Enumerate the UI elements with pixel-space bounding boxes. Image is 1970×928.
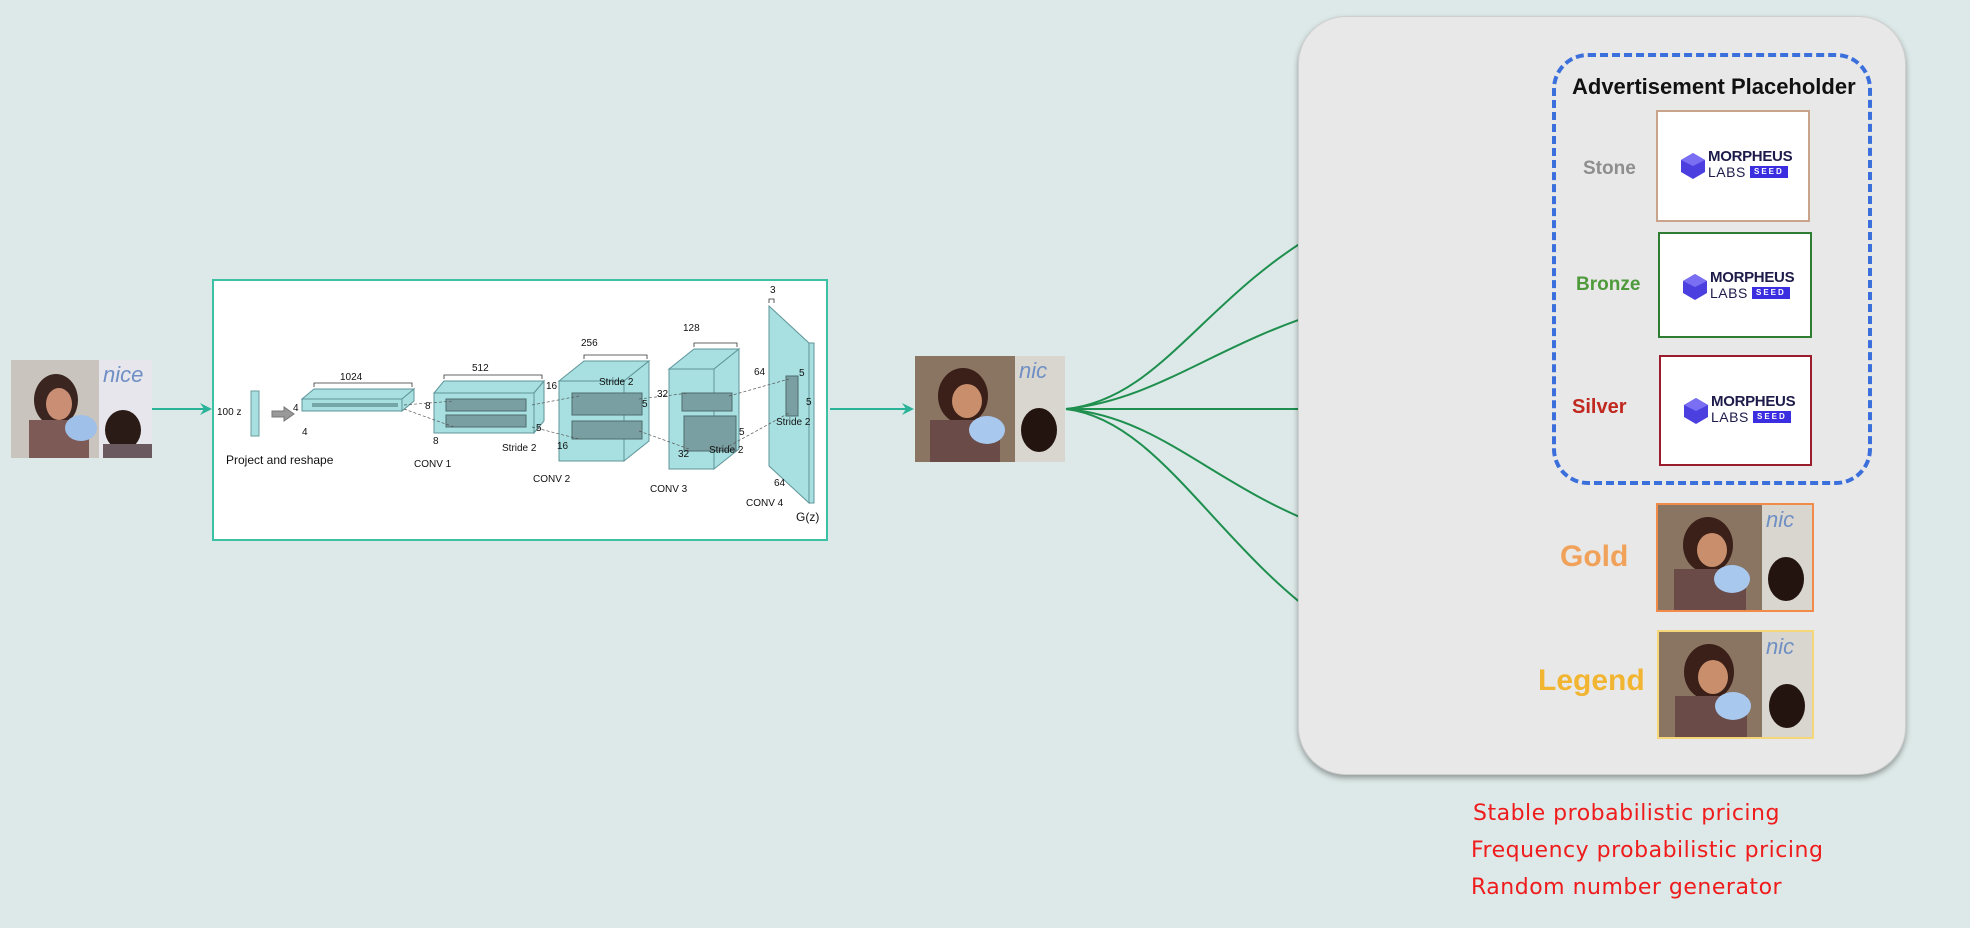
layer3-side-dim-b: 16 [557,441,569,452]
logo-seed: SEED [1753,411,1791,423]
hexagon-icon [1681,153,1705,179]
svg-text:nic: nic [1766,507,1794,532]
layer2-stride: Stride 2 [502,443,537,454]
placeholder-dashed-frame [1552,53,1872,485]
hexagon-icon [1684,398,1708,424]
logo-labs: LABS [1710,285,1748,301]
pricing-method-frequency: Frequency probabilistic pricing [1471,838,1824,863]
layer3-kernel: 5 [642,399,648,410]
layer2-side-dim-a: 8 [425,401,431,412]
logo-word: MORPHEUS [1711,393,1796,410]
logo-labs: LABS [1711,409,1749,425]
ad-card-silver: MORPHEUS LABS SEED [1659,355,1812,466]
layer4-side-dim-b: 32 [678,449,690,460]
layer3-top-dim: 256 [581,338,598,349]
hexagon-icon [1683,274,1707,300]
logo-labs: LABS [1708,164,1746,180]
svg-text:nic: nic [1019,358,1047,383]
pricing-method-stable: Stable probabilistic pricing [1473,801,1780,826]
morpheus-logo: MORPHEUS LABS SEED [1680,267,1795,305]
layer3-name: CONV 3 [650,484,688,495]
ad-placeholder-title: Advertisement Placeholder [1572,74,1856,99]
layer2-side-dim-b: 8 [433,436,439,447]
layer4-side-dim-a: 32 [657,389,669,400]
layer2-kernel: 5 [536,423,542,434]
layer1-side-dim-b: 4 [302,427,308,438]
layer4-stride: Stride 2 [709,445,744,456]
output-stride: Stride 2 [776,417,811,428]
layer4-top-dim: 128 [683,323,700,334]
svg-text:nice: nice [103,362,143,387]
layer3-stride: Stride 2 [599,377,634,388]
input-label: 100 z [217,407,242,418]
morpheus-logo: MORPHEUS LABS SEED [1681,391,1796,429]
tier-label-legend: Legend [1538,664,1645,697]
output-kernel-b: 5 [806,397,812,408]
layer1-top-dim: 1024 [340,372,363,383]
ad-card-stone: MORPHEUS LABS SEED [1656,110,1810,222]
tier-label-silver: Silver [1572,396,1627,418]
project-label: Project and reshape [226,453,334,467]
ad-card-legend: nic [1657,630,1814,739]
layer2-name: CONV 2 [533,474,571,485]
tier-label-gold: Gold [1560,540,1629,573]
output-side-dim-b: 64 [774,478,786,489]
conv4-name: CONV 4 [746,498,784,509]
output-kernel: 5 [799,368,805,379]
svg-text:nic: nic [1766,634,1794,659]
layer2-top-dim: 512 [472,363,489,374]
generated-photo: nic [1659,632,1812,737]
layer1-name: CONV 1 [414,459,452,470]
ad-card-gold: nic [1656,503,1814,612]
pricing-method-random: Random number generator [1471,875,1783,900]
logo-seed: SEED [1752,287,1790,299]
output-label: G(z) [796,510,820,524]
output-side-dim-a: 64 [754,367,766,378]
tier-label-stone: Stone [1583,158,1636,179]
logo-seed: SEED [1750,166,1788,178]
ad-card-bronze: MORPHEUS LABS SEED [1658,232,1812,338]
logo-word: MORPHEUS [1708,148,1793,165]
layer4-kernel: 5 [739,427,745,438]
generated-image: nic [915,356,1065,462]
generated-photo: nic [1658,505,1812,610]
morpheus-logo: MORPHEUS LABS SEED [1678,146,1793,184]
layer3-side-dim-a: 16 [546,381,558,392]
layer1-side-dim-a: 4 [293,403,299,414]
logo-word: MORPHEUS [1710,269,1795,286]
tier-label-bronze: Bronze [1576,274,1641,295]
input-image: nice [11,360,152,458]
output-top-dim: 3 [770,285,776,296]
generator-network-figure: 100 z Project and reshape 1024 4 4 CONV … [212,279,828,541]
